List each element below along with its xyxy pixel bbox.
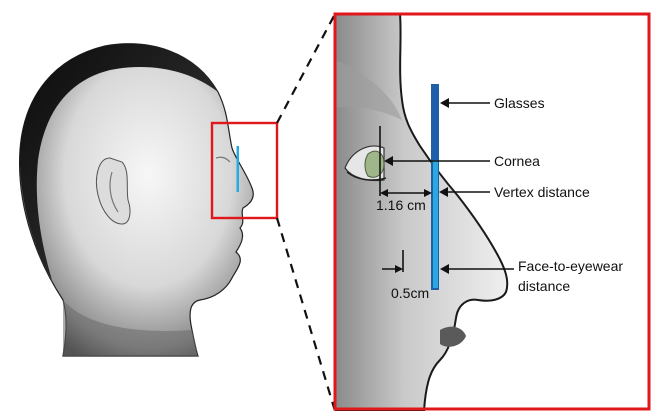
zoom-connectors (277, 14, 335, 411)
cornea-icon (365, 151, 384, 177)
label-glasses: Glasses (494, 95, 545, 111)
measure-face-to-eyewear: 0.5cm (391, 285, 429, 301)
label-face-to-eyewear: Face-to-eyewear (518, 258, 623, 274)
small-lens (237, 146, 240, 192)
glasses-lens-inner (433, 160, 438, 288)
measure-vertex-distance: 1.16 cm (376, 197, 426, 213)
label-cornea: Cornea (494, 153, 540, 169)
label-face-to-eyewear-distance: distance (518, 278, 570, 294)
head-model (20, 44, 277, 356)
label-vertex-distance: Vertex distance (494, 184, 590, 200)
